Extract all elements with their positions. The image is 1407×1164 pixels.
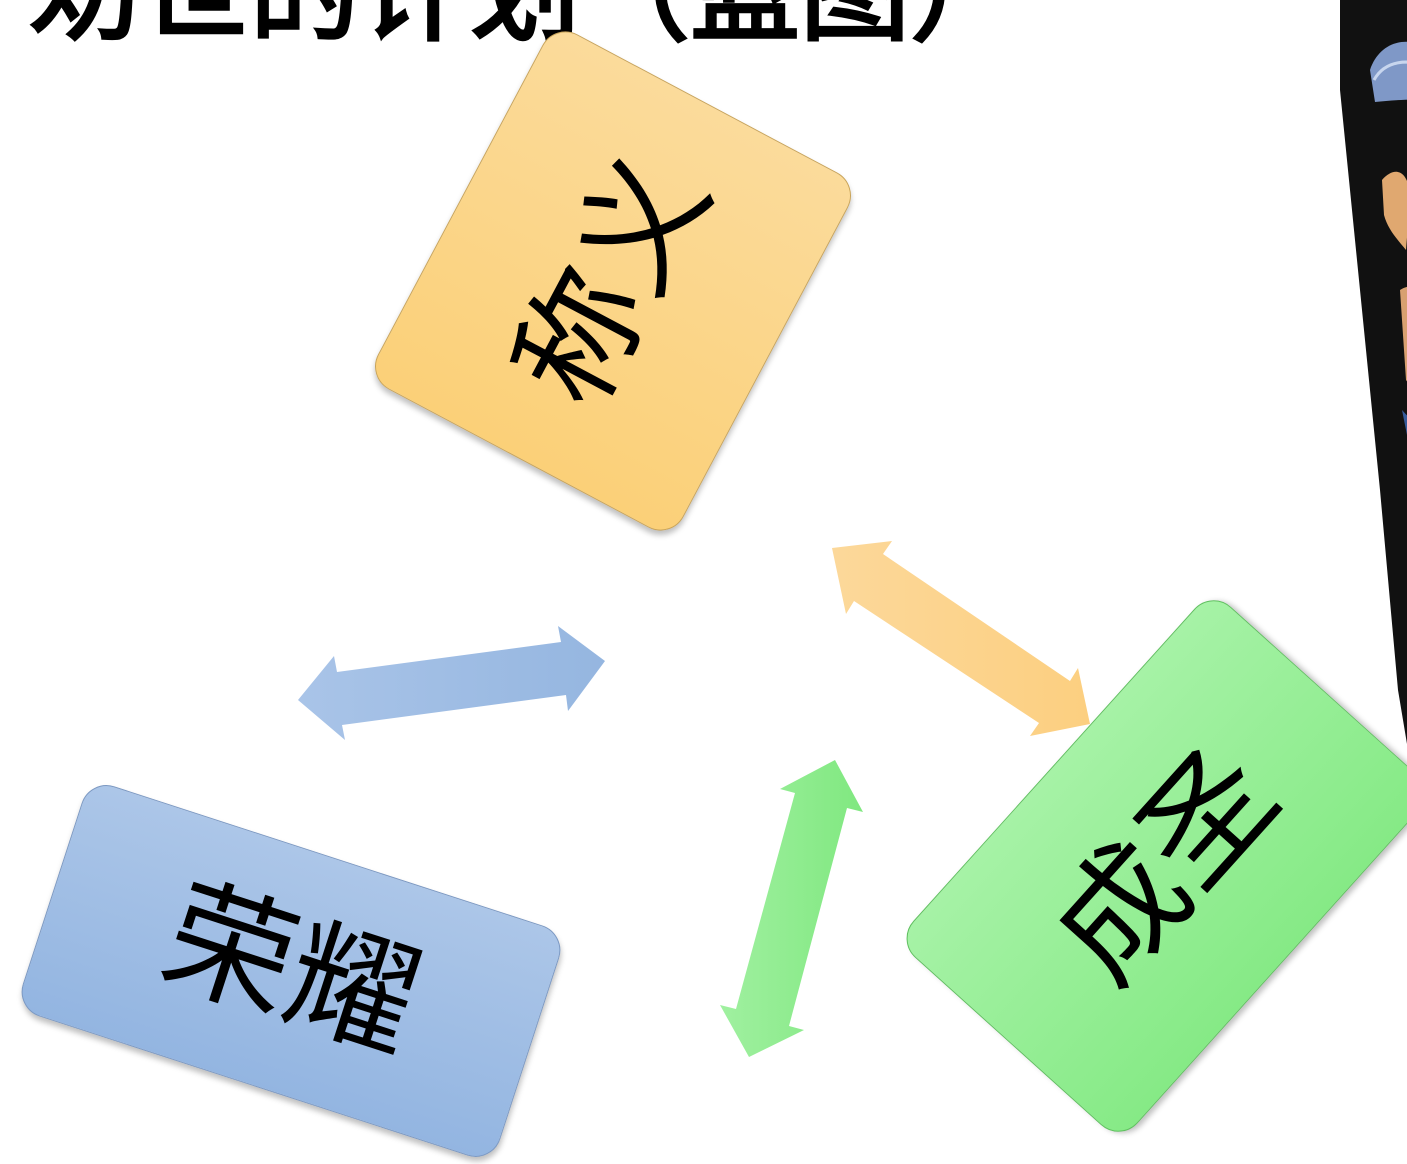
card-justification-label: 称义 [486,132,739,429]
slide-title: 劝世的计划（蓝图） [30,0,1020,48]
arrow-glory-sanctification [720,760,863,1057]
illustration-image [1340,0,1407,744]
arrow-justification-sanctification [832,541,1090,736]
arrow-glory-justification [298,626,605,740]
card-glory-label: 荣耀 [146,860,436,1081]
card-sanctification-label: 成圣 [1024,720,1307,1011]
